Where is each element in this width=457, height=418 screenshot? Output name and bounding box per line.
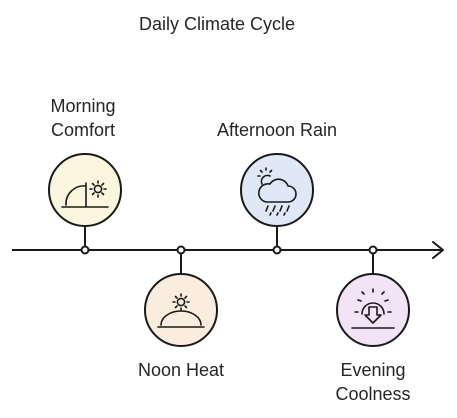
node-morning-circle [48, 153, 122, 227]
stage-label-line: Afternoon Rain [216, 120, 338, 140]
stage-label-line: Noon Heat [137, 360, 225, 380]
stage-label-line: Coolness [335, 384, 411, 404]
stage-label-noon: Noon Heat [116, 358, 246, 382]
axis-dot-noon [176, 245, 186, 255]
axis-dot-morning [80, 245, 90, 255]
stage-label-evening: Evening Coolness [306, 358, 440, 406]
timeline-arrowhead [432, 241, 444, 259]
stage-label-morning: Morning Comfort [22, 94, 144, 142]
diagram-title: Daily Climate Cycle [138, 14, 296, 34]
stage-label-line: Comfort [50, 120, 115, 140]
node-noon [144, 273, 218, 347]
stage-label-line: Evening [340, 360, 406, 380]
node-afternoon [240, 153, 314, 227]
cloud-rain-sun-icon [257, 167, 297, 216]
stage-label-line: Morning [50, 96, 116, 116]
axis-dot-evening [368, 245, 378, 255]
stage-label-afternoon: Afternoon Rain [196, 118, 358, 142]
node-morning [48, 153, 122, 227]
node-evening [336, 273, 410, 347]
sun-dome-icon [157, 293, 205, 328]
sunset-arrow-icon [351, 288, 395, 329]
sunrise-icon [61, 180, 109, 208]
axis-dot-afternoon [272, 245, 282, 255]
